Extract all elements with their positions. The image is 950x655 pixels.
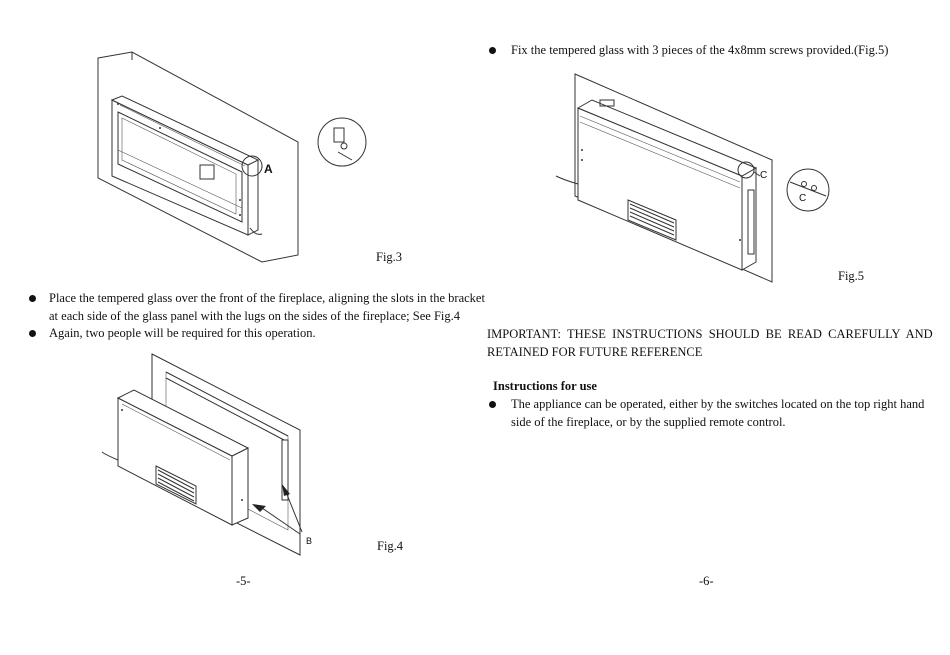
page-number-right: -6-	[699, 574, 714, 588]
left-bullet-line-3: Again, two people will be required for t…	[49, 326, 316, 340]
usage-line-2: side of the fireplace, or by the supplie…	[511, 415, 786, 429]
fig3-label: Fig.3	[376, 250, 403, 264]
left-bullet-line-1: Place the tempered glass over the front …	[49, 291, 485, 305]
page-number-left: -5-	[236, 574, 251, 588]
fig4-callout-b: B	[306, 536, 313, 546]
fig5-callout-c-main: C	[760, 170, 768, 181]
bullet-dot	[489, 47, 496, 54]
left-bullet-line-2: at each side of the glass panel with the…	[49, 309, 460, 323]
usage-line-1: The appliance can be operated, either by…	[511, 397, 925, 411]
important-notice-line-1: IMPORTANT: THESE INSTRUCTIONS SHOULD BE …	[487, 327, 933, 341]
fig5-callout-c-detail: C	[799, 193, 807, 204]
important-notice-line-2: RETAINED FOR FUTURE REFERENCE	[487, 345, 703, 359]
bullet-dot	[29, 330, 36, 337]
fig4-label: Fig.4	[377, 539, 404, 553]
bullet-dot	[29, 295, 36, 302]
section-heading: Instructions for use	[493, 379, 597, 393]
fig3-callout-a: A	[264, 162, 273, 176]
fig5-label: Fig.5	[838, 269, 865, 283]
bullet-dot	[489, 401, 496, 408]
right-bullet-top: Fix the tempered glass with 3 pieces of …	[511, 43, 889, 57]
